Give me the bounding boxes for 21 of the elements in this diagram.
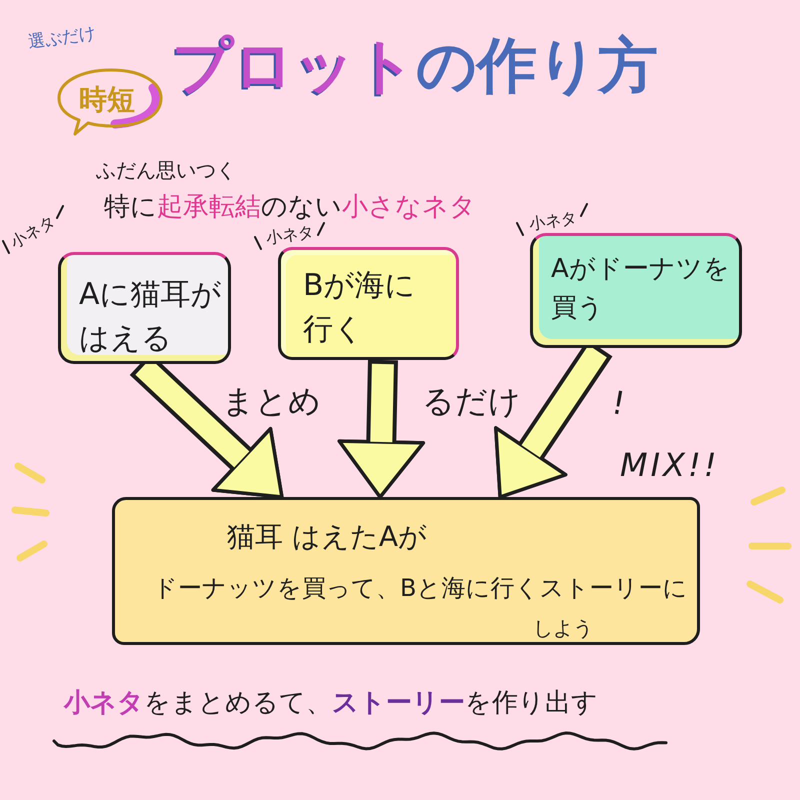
- subtitle-text: 選ぶだけ: [26, 23, 98, 54]
- story-text: 猫耳 はえたAが: [227, 520, 428, 554]
- speech-bubble: [55, 66, 165, 136]
- arrow-caption: まとめ: [222, 382, 321, 420]
- tag-label: 小ネタ: [265, 224, 315, 246]
- caption-text: 特に起承転結のない小さなネタ: [104, 194, 476, 222]
- exclamation-text: !: [608, 383, 628, 424]
- story-text: ドーナッツを買って、Bと海に行くストーリーに: [153, 574, 688, 603]
- box-text: Aがドーナツを買う: [551, 253, 731, 325]
- box-text: Aに猫耳がはえる: [79, 276, 223, 358]
- exclamation-text: MIX!!: [620, 446, 720, 484]
- title-text: プロットの作り方: [172, 30, 658, 102]
- story-box: [112, 497, 700, 645]
- tag-label: 小ネタ: [8, 213, 58, 251]
- arrow-caption: るだけ: [422, 382, 521, 420]
- story-text: しよう: [533, 616, 593, 640]
- summary-text: 小ネタをまとめるて、ストーリーを作り出す: [64, 688, 598, 720]
- box-text: Bが海に行く: [303, 267, 417, 348]
- tag-label: 小ネタ: [528, 210, 578, 232]
- caption-text: ふだん思いつく: [96, 158, 236, 182]
- bubble-text: 時短: [78, 83, 136, 117]
